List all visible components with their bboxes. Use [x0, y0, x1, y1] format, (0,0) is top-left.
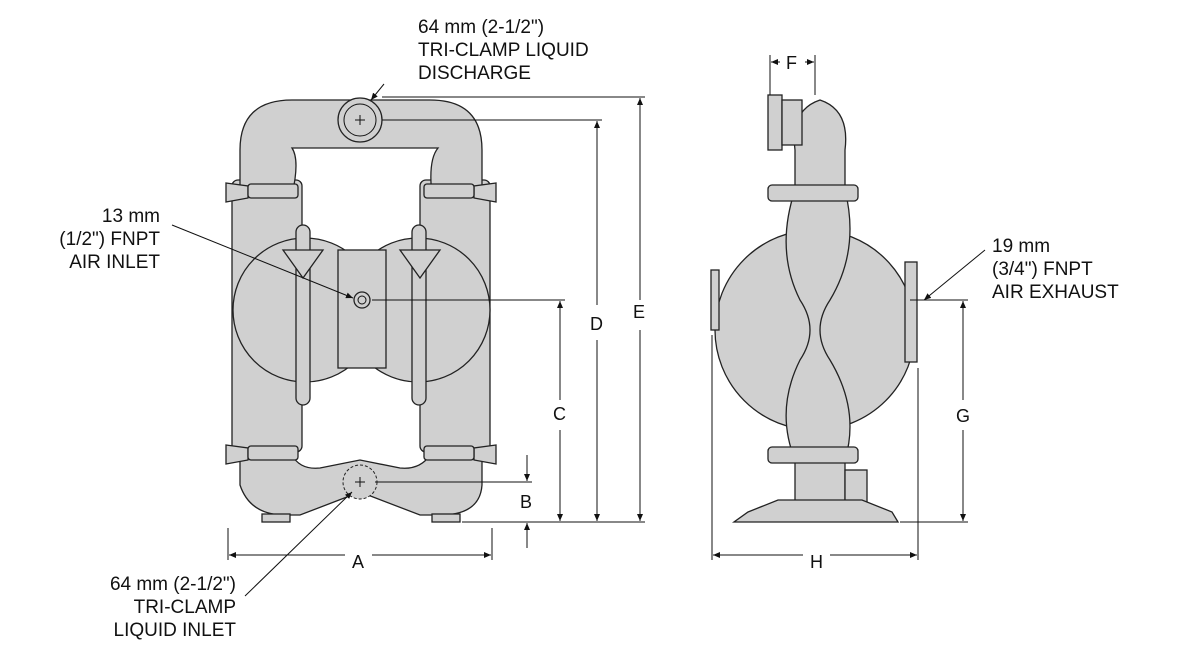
left-foot [261, 513, 291, 523]
discharge-flange [767, 94, 783, 151]
side-view [710, 94, 918, 523]
dim-F: F [786, 53, 797, 73]
right-foot [431, 513, 461, 523]
dim-G: G [956, 406, 970, 426]
discharge-manifold [239, 99, 483, 196]
side-lower-clamp [767, 446, 859, 464]
liquid-inlet-label-3: LIQUID INLET [114, 620, 237, 641]
dimension-lines [171, 55, 986, 597]
air-inlet-port [353, 291, 371, 309]
side-body-tube [785, 99, 851, 511]
air-exhaust-label-3: AIR EXHAUST [992, 282, 1119, 303]
exhaust-muffler [904, 261, 918, 363]
dimension-labels: E D C B A H G F [352, 53, 970, 572]
air-exhaust-label-1: 19 mm [992, 236, 1050, 257]
discharge-elbow [781, 99, 803, 146]
front-view [225, 97, 497, 523]
dim-E: E [633, 302, 645, 322]
air-inlet-label-2: (1/2") FNPT [59, 229, 160, 250]
discharge-label-3: DISCHARGE [418, 63, 531, 84]
dim-A: A [352, 552, 364, 572]
air-inlet-label-1: 13 mm [102, 206, 160, 227]
lower-clamps [225, 444, 497, 465]
air-exhaust-label-2: (3/4") FNPT [992, 259, 1093, 280]
upper-clamps [225, 182, 497, 203]
discharge-label-2: TRI-CLAMP LIQUID [418, 40, 589, 61]
liquid-inlet-label-1: 64 mm (2-1/2") [110, 574, 236, 595]
dim-B: B [520, 492, 532, 512]
dim-D: D [590, 314, 603, 334]
air-valve-block [337, 249, 387, 369]
dim-H: H [810, 552, 823, 572]
air-inlet-label-3: AIR INLET [69, 252, 160, 273]
left-funnel [281, 249, 325, 280]
side-left-bolt [710, 269, 720, 331]
right-funnel [398, 249, 442, 280]
callout-labels: 64 mm (2-1/2") TRI-CLAMP LIQUID DISCHARG… [59, 17, 1119, 641]
dim-C: C [553, 404, 566, 424]
liquid-inlet-label-2: TRI-CLAMP [134, 597, 236, 618]
side-upper-clamp [767, 184, 859, 202]
base-plate [731, 499, 900, 523]
discharge-label-1: 64 mm (2-1/2") [418, 17, 544, 38]
